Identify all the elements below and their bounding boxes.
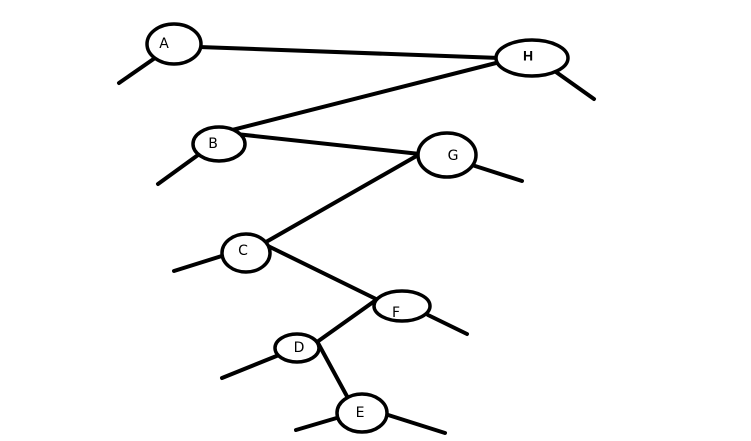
tree-edges: [197, 45, 502, 402]
tree-node-h[interactable]: H: [494, 38, 570, 78]
node-c-label: C: [238, 243, 248, 259]
edge-f-d: [315, 298, 378, 344]
tree-node-c[interactable]: C: [220, 232, 272, 274]
stub-f-right: [426, 313, 469, 336]
node-b-ellipse: [191, 125, 247, 163]
stub-a-left: [117, 56, 157, 85]
edge-a-h: [197, 45, 502, 60]
edge-b-g: [234, 132, 422, 156]
node-d-ellipse: [273, 332, 321, 364]
node-h-ellipse: [494, 38, 570, 78]
node-c-ellipse: [220, 232, 272, 274]
node-e-label: E: [356, 405, 365, 421]
tree-node-e[interactable]: E: [335, 392, 389, 434]
edge-d-e: [316, 341, 351, 402]
edge-c-f: [266, 244, 378, 301]
tree-node-b[interactable]: B: [191, 125, 247, 163]
stub-g-right: [470, 163, 524, 183]
stub-c-left: [172, 253, 227, 273]
edge-g-c: [264, 152, 422, 244]
tree-node-d[interactable]: D: [273, 332, 321, 364]
stub-d-left: [220, 353, 281, 380]
stub-e-right: [383, 412, 447, 435]
node-g-label: G: [448, 148, 459, 164]
node-f-ellipse: [372, 289, 432, 323]
node-g-ellipse: [416, 131, 478, 179]
tree-node-f[interactable]: F: [372, 289, 432, 323]
node-a-ellipse: [145, 22, 203, 66]
node-f-label: F: [392, 305, 400, 321]
stub-h-right: [554, 70, 596, 101]
tree-node-g[interactable]: G: [416, 131, 478, 179]
node-b-label: B: [208, 136, 218, 152]
node-e-ellipse: [335, 392, 389, 434]
edge-h-b: [230, 60, 502, 132]
stub-b-left: [156, 153, 200, 186]
null-child-stubs: [117, 56, 596, 435]
tree-node-a[interactable]: A: [145, 22, 203, 66]
node-d-label: D: [294, 340, 305, 356]
stub-e-left: [294, 415, 342, 432]
node-h-label: H: [523, 48, 533, 64]
node-a-label: A: [159, 36, 169, 52]
